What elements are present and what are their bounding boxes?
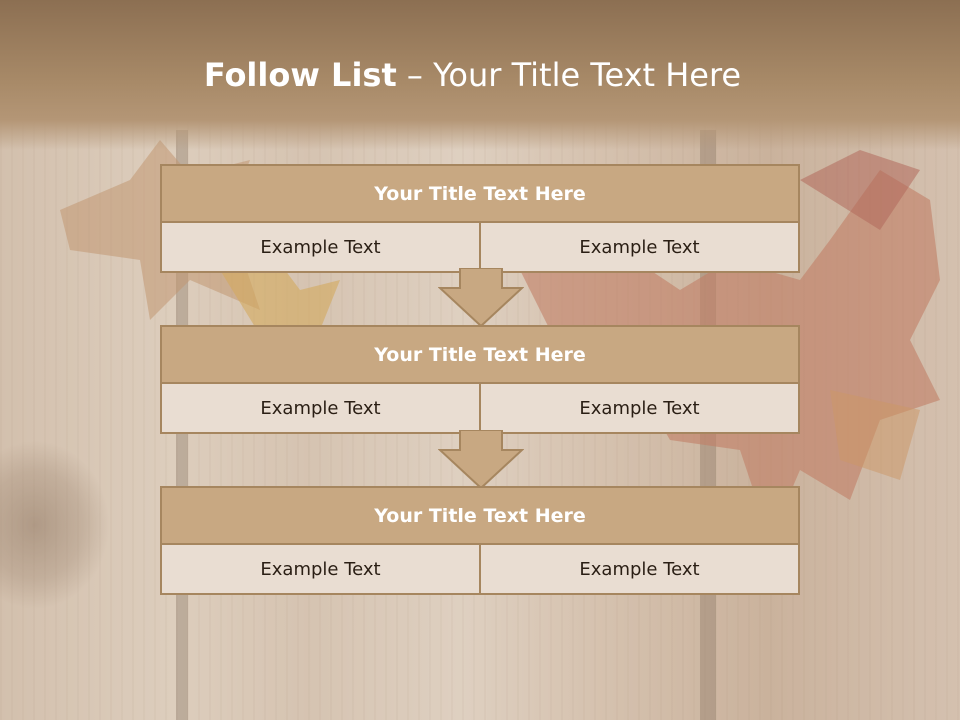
step-cell-left: Example Text [162,223,479,271]
step-box-3: Your Title Text Here Example Text Exampl… [160,486,800,595]
step-box-2: Your Title Text Here Example Text Exampl… [160,325,800,434]
title-band [0,0,960,150]
step-cell-left: Example Text [162,384,479,432]
step-cell-right: Example Text [481,384,798,432]
down-arrow-icon [438,430,524,490]
step-cell-left: Example Text [162,545,479,593]
slide-title: Follow List – Your Title Text Here [0,56,945,94]
title-rest: Your Title Text Here [433,56,742,94]
step-title: Your Title Text Here [162,327,798,382]
step-cell-right: Example Text [481,223,798,271]
step-row: Example Text Example Text [162,223,798,271]
title-bold-part: Follow List [203,56,397,94]
down-arrow-icon [438,268,524,328]
step-row: Example Text Example Text [162,384,798,432]
step-row: Example Text Example Text [162,545,798,593]
step-box-1: Your Title Text Here Example Text Exampl… [160,164,800,273]
step-cell-right: Example Text [481,545,798,593]
step-title: Your Title Text Here [162,488,798,543]
step-title: Your Title Text Here [162,166,798,221]
title-separator: – [406,56,423,94]
